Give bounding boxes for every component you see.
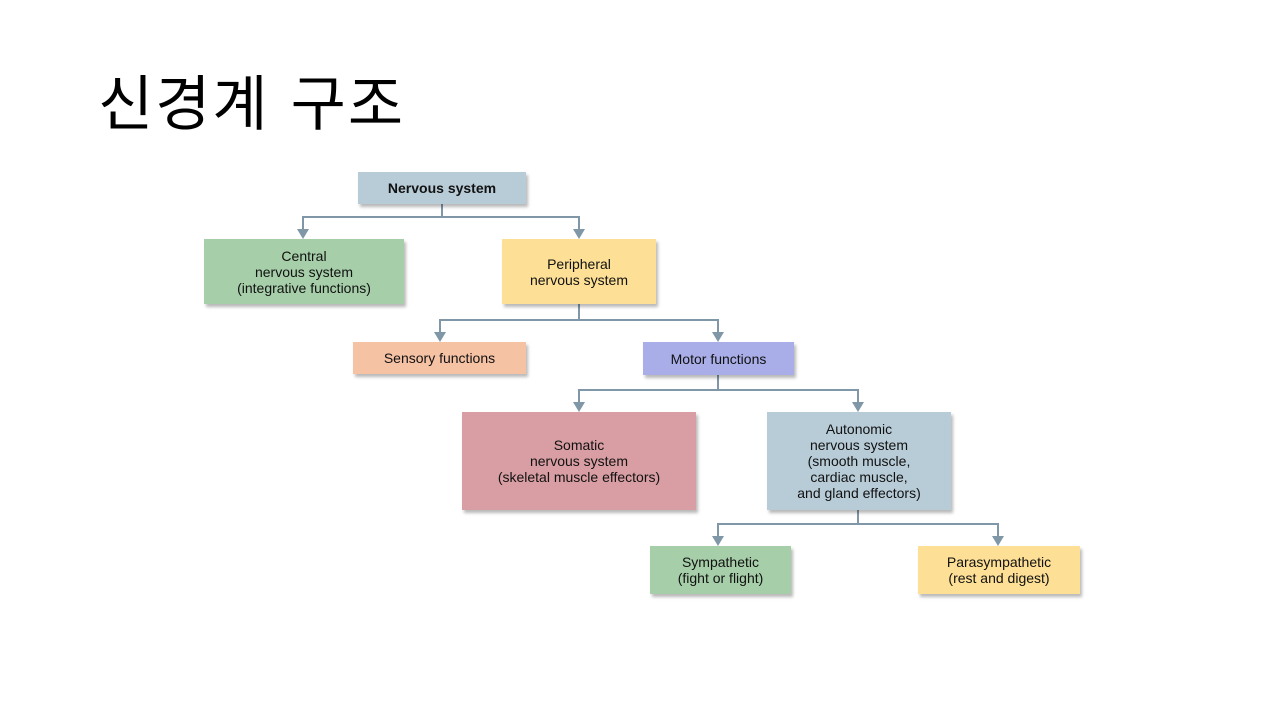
node-parasympathetic: Parasympathetic (rest and digest) xyxy=(918,546,1080,594)
node-somatic-label: Somatic nervous system (skeletal muscle … xyxy=(497,437,661,485)
node-somatic-nervous-system: Somatic nervous system (skeletal muscle … xyxy=(462,412,696,510)
node-nervous-system: Nervous system xyxy=(358,172,526,204)
node-central-nervous-system: Central nervous system (integrative func… xyxy=(204,239,404,304)
node-autonomic-nervous-system: Autonomic nervous system (smooth muscle,… xyxy=(767,412,951,510)
node-central-label: Central nervous system (integrative func… xyxy=(237,247,371,296)
arrowhead-peripheral xyxy=(573,229,585,239)
node-nervous-system-label: Nervous system xyxy=(387,180,497,196)
connector-peripheral-to-motor xyxy=(579,319,719,333)
connector-motor-to-somatic xyxy=(578,375,719,403)
slide-title: 신경계 구조 xyxy=(98,70,406,140)
node-peripheral-label: Peripheral nervous system xyxy=(529,255,629,288)
node-sensory-label: Sensory functions xyxy=(383,350,496,366)
node-sensory-functions: Sensory functions xyxy=(353,342,526,374)
node-sympathetic: Sympathetic (fight or flight) xyxy=(650,546,791,594)
arrowhead-somatic xyxy=(573,402,585,412)
connector-peripheral-to-sensory xyxy=(439,304,580,333)
node-motor-label: Motor functions xyxy=(670,350,767,367)
arrowhead-central xyxy=(297,229,309,239)
arrowhead-autonomic xyxy=(852,402,864,412)
arrowhead-motor xyxy=(712,332,724,342)
arrowhead-sympathetic xyxy=(712,536,724,546)
connector-autonomic-to-parasympathetic xyxy=(858,523,999,537)
connector-nervous-to-peripheral xyxy=(442,216,580,230)
node-sympathetic-label: Sympathetic (fight or flight) xyxy=(677,554,764,586)
node-autonomic-label: Autonomic nervous system (smooth muscle,… xyxy=(797,421,921,501)
node-motor-functions: Motor functions xyxy=(643,342,794,375)
node-peripheral-nervous-system: Peripheral nervous system xyxy=(502,239,656,304)
arrowhead-sensory xyxy=(434,332,446,342)
arrowhead-parasympathetic xyxy=(992,536,1004,546)
connector-autonomic-to-sympathetic xyxy=(717,510,859,537)
connector-motor-to-autonomic xyxy=(718,389,859,403)
node-parasympathetic-label: Parasympathetic (rest and digest) xyxy=(946,554,1052,586)
connector-nervous-to-branches xyxy=(302,204,443,230)
